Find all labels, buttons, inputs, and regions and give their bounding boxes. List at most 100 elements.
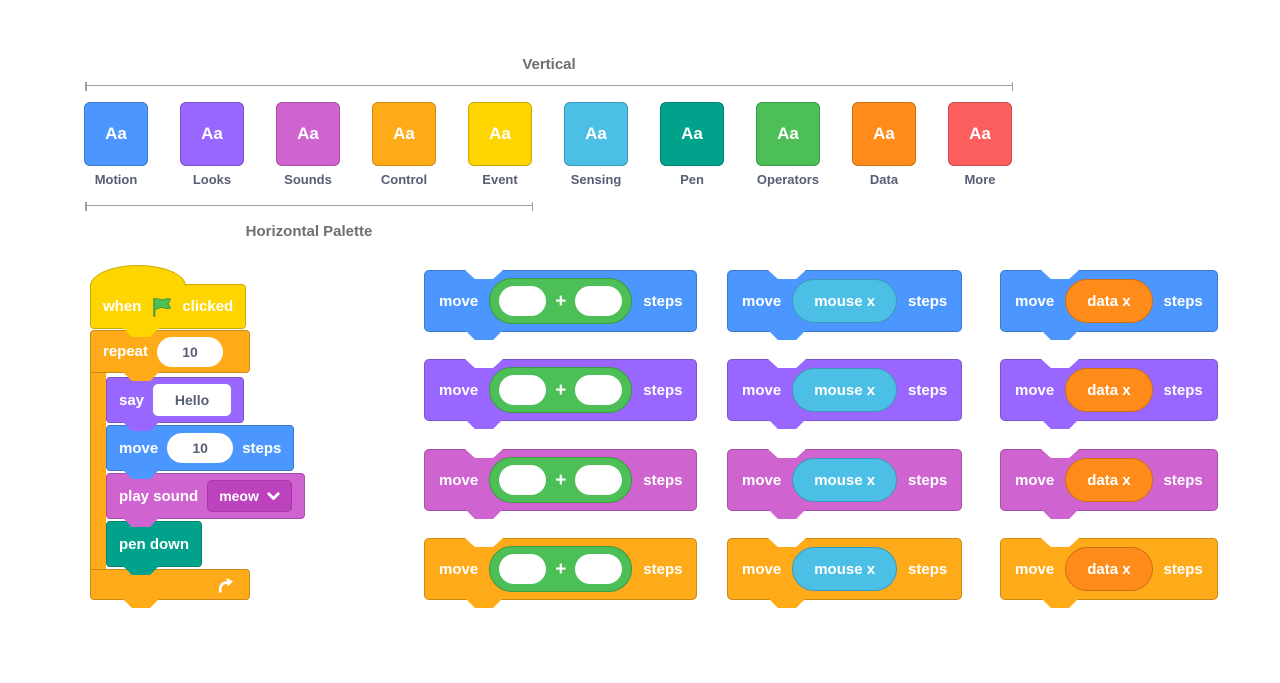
move-datax-steps-block-sounds[interactable]: move data x steps <box>1000 449 1218 511</box>
palette-swatch-looks[interactable]: Aa <box>180 102 244 166</box>
palette-swatch-pen[interactable]: Aa <box>660 102 724 166</box>
operator-input-left[interactable] <box>499 286 547 316</box>
plus-operator-oval[interactable]: + <box>489 367 633 413</box>
plus-sign: + <box>555 469 567 491</box>
data-x-reporter[interactable]: data x <box>1065 458 1153 502</box>
vertical-palette-heading: Vertical <box>522 56 576 73</box>
mouse-x-reporter[interactable]: mouse x <box>792 279 898 323</box>
operator-input-left[interactable] <box>499 375 547 405</box>
block-text-steps: steps <box>1163 560 1203 578</box>
horizontal-measure-line <box>85 202 533 211</box>
when-label: when <box>103 298 142 315</box>
sound-dropdown[interactable]: meow <box>207 480 292 512</box>
palette-label-control: Control <box>380 172 428 187</box>
palette-swatch-motion[interactable]: Aa <box>84 102 148 166</box>
block-text-steps: steps <box>643 381 683 399</box>
block-text-steps: steps <box>1163 471 1203 489</box>
operator-input-right[interactable] <box>575 554 623 584</box>
palette-cell-control: Aa Control <box>372 102 436 187</box>
palette-label-pen: Pen <box>680 172 704 187</box>
palette-label-sensing: Sensing <box>570 172 622 187</box>
operator-input-right[interactable] <box>575 286 623 316</box>
palette-swatch-operators[interactable]: Aa <box>756 102 820 166</box>
mouse-x-reporter[interactable]: mouse x <box>792 368 898 412</box>
swatch-specimen-text: Aa <box>489 124 511 143</box>
pen-down-block[interactable]: pen down <box>106 521 202 567</box>
move-steps-input[interactable]: 10 <box>167 433 234 463</box>
when-flag-clicked-block[interactable]: when clicked <box>90 265 247 329</box>
palette-cell-looks: Aa Looks <box>180 102 244 187</box>
repeat-count-input[interactable]: 10 <box>157 336 224 367</box>
plus-sign: + <box>555 558 567 580</box>
block-text-move: move <box>742 292 782 310</box>
repeat-block-left-arm[interactable] <box>90 371 106 570</box>
swatch-specimen-text: Aa <box>297 124 319 143</box>
move-operator-steps-block-looks[interactable]: move + steps <box>424 359 698 421</box>
move-datax-steps-block-motion[interactable]: move data x steps <box>1000 270 1218 332</box>
block-text-steps: steps <box>908 292 948 310</box>
palette-swatch-event[interactable]: Aa <box>468 102 532 166</box>
say-text-input[interactable]: Hello <box>153 384 232 416</box>
palette-cell-pen: Aa Pen <box>660 102 724 187</box>
move-datax-steps-block-looks[interactable]: move data x steps <box>1000 359 1218 421</box>
pen-down-label: pen down <box>119 535 189 553</box>
palette-cell-operators: Aa Operators <box>756 102 820 187</box>
swatch-specimen-text: Aa <box>681 124 703 143</box>
play-sound-label: play sound <box>119 487 199 505</box>
horizontal-palette-heading: Horizontal Palette <box>245 223 373 240</box>
swatch-specimen-text: Aa <box>873 124 895 143</box>
operator-input-left[interactable] <box>499 554 547 584</box>
block-text-steps: steps <box>643 560 683 578</box>
palette-cell-sensing: Aa Sensing <box>564 102 628 187</box>
palette-label-more: More <box>964 172 996 187</box>
plus-operator-oval[interactable]: + <box>489 457 633 503</box>
swatch-specimen-text: Aa <box>777 124 799 143</box>
move-steps-block[interactable]: move 10 steps <box>106 425 295 471</box>
operator-input-right[interactable] <box>575 465 623 495</box>
swatch-specimen-text: Aa <box>105 124 127 143</box>
data-x-reporter[interactable]: data x <box>1065 368 1153 412</box>
play-sound-block[interactable]: play sound meow <box>106 473 305 519</box>
plus-operator-oval[interactable]: + <box>489 546 633 592</box>
block-text-move: move <box>742 381 782 399</box>
move-datax-steps-block-control[interactable]: move data x steps <box>1000 538 1218 600</box>
block-text-steps: steps <box>1163 381 1203 399</box>
move-mousex-steps-block-sounds[interactable]: move mouse x steps <box>727 449 963 511</box>
repeat-block-bottom[interactable] <box>90 569 250 600</box>
palette-swatch-data[interactable]: Aa <box>852 102 916 166</box>
move-mousex-steps-block-control[interactable]: move mouse x steps <box>727 538 963 600</box>
palette-label-data: Data <box>869 172 899 187</box>
palette-swatch-more[interactable]: Aa <box>948 102 1012 166</box>
repeat-block[interactable]: repeat 10 <box>90 330 250 373</box>
palette-label-event: Event <box>482 172 518 187</box>
block-text-steps: steps <box>908 560 948 578</box>
palette-cell-data: Aa Data <box>852 102 916 187</box>
mouse-x-reporter[interactable]: mouse x <box>792 547 898 591</box>
move-operator-steps-block-motion[interactable]: move + steps <box>424 270 698 332</box>
block-text-move: move <box>439 292 479 310</box>
palette-swatch-sensing[interactable]: Aa <box>564 102 628 166</box>
say-block[interactable]: say Hello <box>106 377 245 423</box>
palette-cell-event: Aa Event <box>468 102 532 187</box>
vertical-measure-line <box>85 82 1013 91</box>
move-mousex-steps-block-motion[interactable]: move mouse x steps <box>727 270 963 332</box>
palette-swatch-sounds[interactable]: Aa <box>276 102 340 166</box>
mouse-x-reporter[interactable]: mouse x <box>792 458 898 502</box>
palette-label-operators: Operators <box>756 172 820 187</box>
block-text-move: move <box>742 471 782 489</box>
move-mousex-steps-block-looks[interactable]: move mouse x steps <box>727 359 963 421</box>
operator-input-left[interactable] <box>499 465 547 495</box>
palette-label-looks: Looks <box>192 172 232 187</box>
block-text-steps: steps <box>908 381 948 399</box>
data-x-reporter[interactable]: data x <box>1065 279 1153 323</box>
block-text-move: move <box>1015 471 1055 489</box>
steps-label: steps <box>242 439 282 457</box>
move-operator-steps-block-control[interactable]: move + steps <box>424 538 698 600</box>
plus-sign: + <box>555 379 567 401</box>
data-x-reporter[interactable]: data x <box>1065 547 1153 591</box>
plus-operator-oval[interactable]: + <box>489 278 633 324</box>
operator-input-right[interactable] <box>575 375 623 405</box>
palette-swatch-control[interactable]: Aa <box>372 102 436 166</box>
palette-cell-more: Aa More <box>948 102 1012 187</box>
move-operator-steps-block-sounds[interactable]: move + steps <box>424 449 698 511</box>
